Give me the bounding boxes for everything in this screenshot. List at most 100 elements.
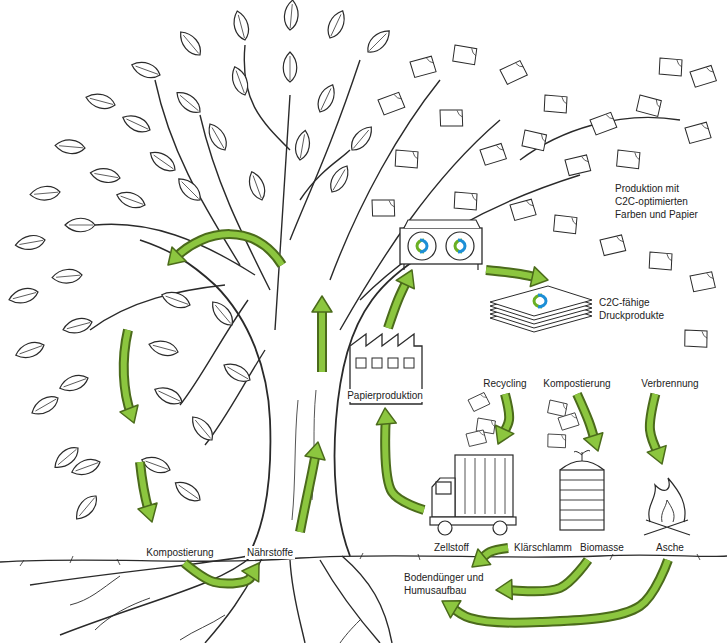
tree-leaves <box>70 456 103 479</box>
arrow-shaft <box>385 418 424 510</box>
arrow-head <box>442 601 461 618</box>
garbage-truck <box>438 521 452 535</box>
paper-mill-node: Papierproduktion <box>341 332 429 404</box>
tree-leaves <box>147 147 179 175</box>
tree-roots <box>320 560 380 643</box>
cycle-arrows <box>300 452 316 532</box>
arrow-shaft <box>486 270 538 278</box>
product-label: Klärschlamm <box>512 541 574 554</box>
paper-sheets <box>647 250 674 272</box>
garbage-truck <box>465 458 505 514</box>
tree-leaves <box>324 8 349 41</box>
process-label: Recycling <box>481 377 528 390</box>
tree-leaves <box>115 188 148 211</box>
process-label: Verbrennung <box>639 377 700 390</box>
arrow-outline <box>486 270 538 278</box>
tree-roots <box>70 576 120 605</box>
print-stack <box>538 295 546 307</box>
tree-leaves <box>221 359 254 386</box>
garbage-truck <box>430 455 516 535</box>
arrow-outline <box>577 394 595 441</box>
tree-leaves <box>231 9 252 41</box>
tree-leaves <box>283 52 297 82</box>
tree-branches <box>180 300 248 405</box>
tree-leaves <box>84 91 116 112</box>
printing-press <box>400 228 482 264</box>
printing-press <box>404 264 478 270</box>
tree-leaves <box>130 58 163 81</box>
tree-branches <box>360 175 580 300</box>
paper-sheets <box>546 432 567 449</box>
tree-leaves <box>363 26 394 57</box>
label-text: Recycling <box>481 377 528 390</box>
label-text: Bodendünger und Humusaufbau <box>402 571 492 597</box>
arrow-head <box>472 549 491 567</box>
press-node: Produktion mit C2C-optimierten Farben un… <box>396 180 706 266</box>
paper-sheets <box>393 148 420 170</box>
label-text: Kompostierung <box>144 546 215 559</box>
soil-label: Bodendünger und Humusaufbau <box>402 571 492 597</box>
label-text: Nährstoffe <box>245 546 295 559</box>
tree-branches <box>290 60 360 240</box>
tree-leaves <box>89 166 121 185</box>
tree-leaves <box>283 0 299 31</box>
tree-leaves <box>326 163 353 196</box>
tree-leaves <box>55 139 86 155</box>
printing-press <box>400 220 482 270</box>
compost-bin <box>560 480 604 520</box>
cycle-arrows <box>312 296 332 312</box>
paper-sheets <box>690 272 716 292</box>
arrow-head <box>396 270 414 289</box>
ground <box>0 553 727 566</box>
printing-press <box>420 240 427 252</box>
label-text: Verbrennung <box>639 377 700 390</box>
tree-trunk <box>140 240 450 556</box>
print-stack <box>490 286 592 316</box>
cycle-arrows <box>120 405 138 423</box>
tree-leaves <box>14 339 47 362</box>
paper-sheets <box>520 128 548 153</box>
arrow-head <box>242 563 259 582</box>
tree-leaves <box>314 82 339 115</box>
compost-bin <box>560 450 604 530</box>
paper-sheets <box>377 92 405 116</box>
fire-node: Asche <box>636 468 700 556</box>
cycle-arrows <box>138 503 157 522</box>
cycle-label: Kompostierung <box>144 546 215 559</box>
tree-leaves <box>176 28 206 60</box>
printing-press <box>446 232 474 260</box>
paper-sheets <box>499 60 528 85</box>
printing-press <box>458 240 465 252</box>
tree-leaves <box>347 123 377 155</box>
paper-factory <box>404 358 414 368</box>
tree-leaves <box>7 0 394 523</box>
tree-leaves <box>29 392 62 419</box>
tree-leaves <box>58 372 91 395</box>
cycle-arrows <box>300 452 316 532</box>
arrow-shaft <box>506 560 588 591</box>
tree-leaves <box>147 338 179 359</box>
cycle-arrows <box>124 330 131 414</box>
label-text: Zellstoff <box>432 541 471 554</box>
paper-sheets <box>690 65 717 88</box>
tree-leaves <box>228 65 251 98</box>
garbage-truck <box>432 478 455 517</box>
cycle-arrows <box>124 330 131 414</box>
flow-arrow <box>647 394 666 464</box>
compost-bin <box>574 450 590 461</box>
arrow-head <box>584 433 603 451</box>
cycle-arrows <box>140 462 149 512</box>
compost-bin <box>560 470 604 530</box>
label-text: Kompostierung <box>541 377 612 390</box>
tree-branches <box>340 120 500 330</box>
cycle-arrows <box>120 234 332 532</box>
tree-branches <box>90 285 225 330</box>
flow-arrow <box>486 267 548 287</box>
tree-leaves <box>72 492 102 524</box>
arrow-head <box>376 408 396 425</box>
tree-leaves <box>204 121 231 154</box>
flow-arrow <box>388 270 414 328</box>
paper-sheets <box>452 190 479 212</box>
tree-roots <box>30 556 392 643</box>
